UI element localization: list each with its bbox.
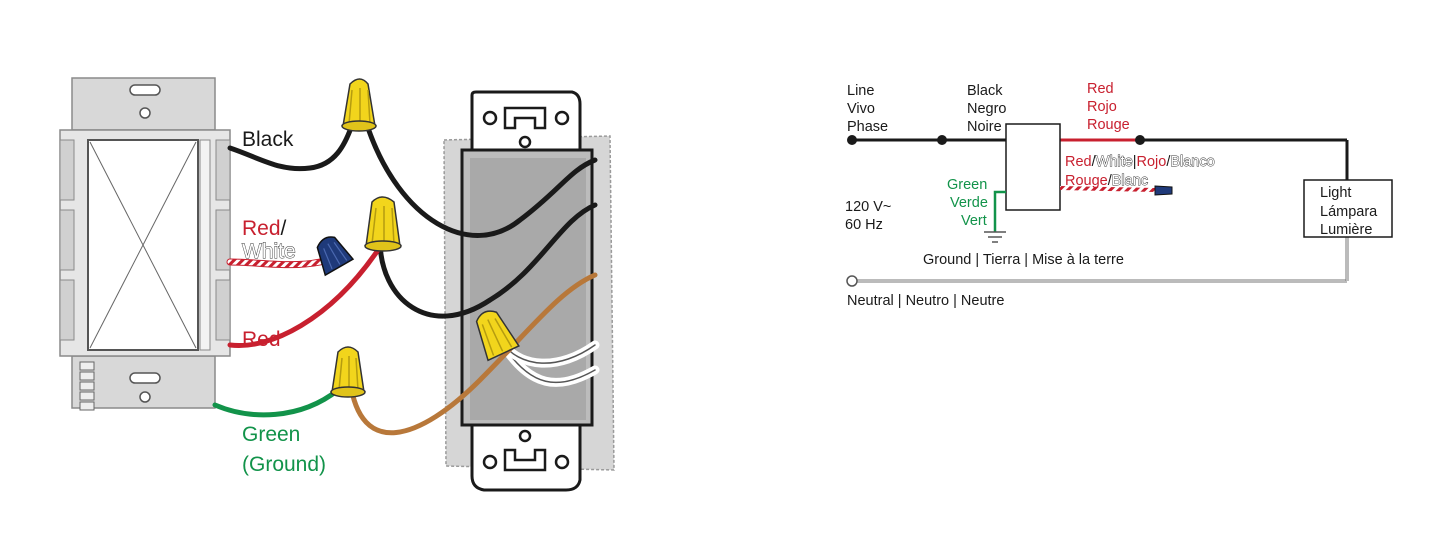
wire-nut-blue [316, 236, 355, 277]
junction-black [937, 135, 947, 145]
red-white-label-row2: Rouge/Blanc [1065, 173, 1148, 189]
junction-red [1135, 135, 1145, 145]
line-label-2: Vivo [847, 101, 875, 117]
wire-nut-red [364, 196, 402, 252]
wire-nut-neutral [475, 310, 520, 362]
neutral-terminal [846, 275, 858, 287]
box-wires [347, 125, 600, 436]
dimmer-switch [59, 77, 231, 411]
light-label-2: Lámpara [1320, 204, 1378, 220]
neutral-label: Neutral | Neutro | Neutre [847, 293, 1004, 309]
label-red-part: Red [242, 217, 281, 240]
schematic [846, 123, 1393, 287]
wire-nut-ground [330, 346, 366, 398]
side-slider [79, 361, 95, 411]
red-label-3: Rouge [1087, 117, 1130, 133]
label-white: White [242, 240, 296, 263]
label-green: Green [242, 423, 300, 446]
line-label-1: Line [847, 83, 874, 99]
label-slash: / [281, 217, 287, 240]
ground-label: Ground | Tierra | Mise à la terre [923, 252, 1124, 268]
schematic-labels: Line Vivo Phase Black Negro Noire Red Ro… [845, 81, 1378, 309]
wire-nut-blue-schematic [1154, 185, 1173, 196]
wire-nut-black [341, 78, 377, 132]
label-red-white: Red/ [242, 217, 287, 240]
black-label-3: Noire [967, 119, 1002, 135]
switch-leads [212, 122, 381, 418]
green-label-3: Vert [961, 213, 987, 229]
wall-box [443, 90, 615, 492]
line-terminal [847, 135, 857, 145]
green-label-1: Green [947, 177, 987, 193]
black-label-1: Black [967, 83, 1003, 99]
red-white-label-row1: Red/White|Rojo/Blanco [1065, 154, 1215, 170]
red-label-2: Rojo [1087, 99, 1117, 115]
label-black: Black [242, 128, 294, 151]
dimmer-box [1005, 123, 1061, 211]
light-box [1303, 179, 1393, 238]
label-ground: (Ground) [242, 453, 326, 476]
red-label-1: Red [1087, 81, 1114, 97]
frequency-label: 60 Hz [845, 217, 883, 233]
green-label-2: Verde [950, 195, 988, 211]
line-label-3: Phase [847, 119, 888, 135]
voltage-label: 120 V~ [845, 199, 891, 215]
label-red: Red [242, 328, 281, 351]
black-label-2: Negro [967, 101, 1007, 117]
light-label-3: Lumière [1320, 222, 1372, 238]
light-label-1: Light [1320, 185, 1351, 201]
